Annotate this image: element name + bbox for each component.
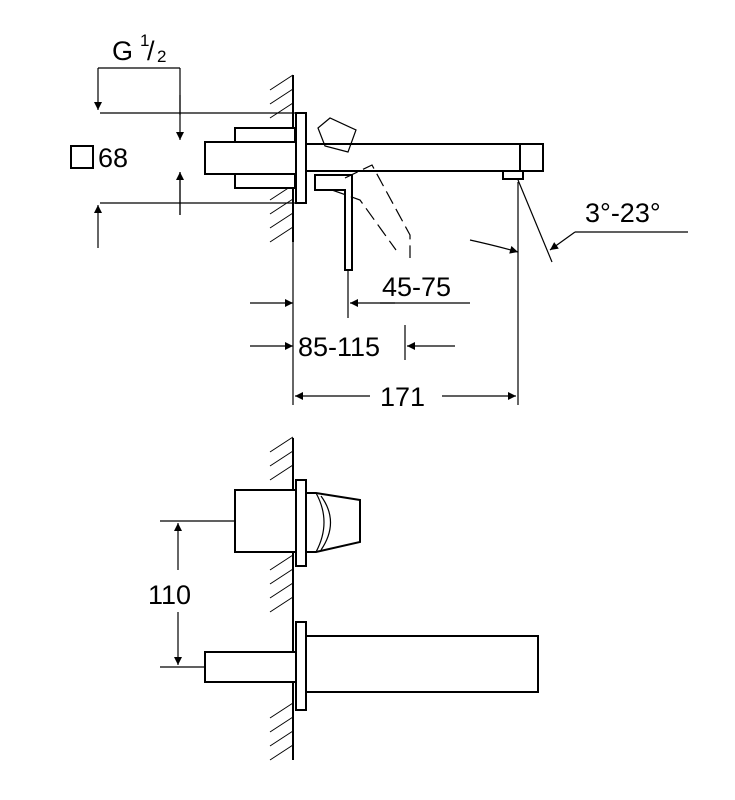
angle-range-label: 3°-23°: [585, 198, 661, 228]
thread-prefix: G: [112, 36, 133, 66]
lever-handle: [314, 117, 411, 271]
thread-denominator: 2: [157, 47, 166, 66]
spout-plan: [204, 621, 539, 711]
depth-adjust-dimension: 45-75: [250, 270, 470, 318]
wall-distance-label: 85-115: [298, 332, 380, 362]
thread-numerator: 1: [140, 31, 149, 50]
side-view: G 1 / 2 68 3°-23°: [70, 31, 688, 412]
projection-label: 171: [380, 382, 425, 412]
angle-dimension: 3°-23°: [469, 179, 688, 263]
thread-dimension: [94, 67, 296, 248]
thread-slash: /: [147, 36, 155, 66]
square-size-value: 68: [98, 143, 128, 173]
plan-view: 110: [148, 436, 539, 761]
square-size-label: 68: [70, 143, 128, 173]
spout: [305, 143, 544, 180]
wall-hatch-bottom: [269, 436, 294, 761]
wall-distance-dimension: 85-115: [250, 325, 455, 362]
handle-rosette: [234, 479, 361, 567]
spacing-dimension: 110: [148, 520, 235, 668]
depth-adjust-label: 45-75: [382, 272, 451, 302]
thread-label: G 1 / 2: [112, 31, 166, 66]
spacing-label: 110: [148, 580, 191, 610]
cover-plate: [295, 112, 307, 204]
projection-dimension: 171: [292, 182, 519, 412]
concealed-body: [204, 127, 301, 189]
square-symbol-icon: [70, 145, 94, 169]
